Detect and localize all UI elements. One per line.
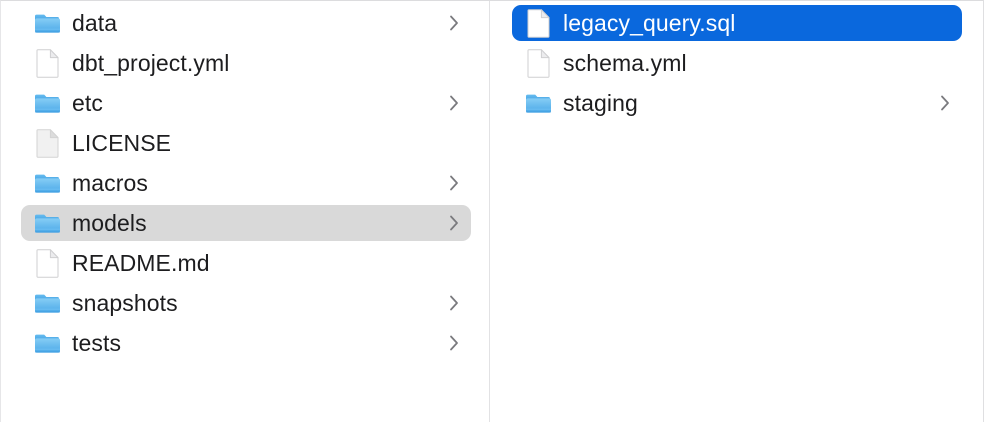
file-list-1: legacy_query.sql schema.yml staging — [491, 5, 976, 121]
chevron-right-icon[interactable] — [447, 334, 461, 352]
file-plain-icon — [34, 128, 61, 158]
finder-column-1[interactable]: legacy_query.sql schema.yml staging — [491, 1, 976, 422]
file-row-label: tests — [72, 330, 122, 356]
file-icon — [525, 48, 552, 78]
folder-icon — [34, 88, 61, 118]
file-row-label: data — [72, 10, 118, 36]
chevron-right-icon[interactable] — [938, 94, 952, 112]
file-row[interactable]: macros — [21, 165, 471, 201]
file-row[interactable]: snapshots — [21, 285, 471, 321]
file-row-label: LICENSE — [72, 130, 172, 156]
chevron-right-icon[interactable] — [447, 174, 461, 192]
file-row-label: legacy_query.sql — [563, 10, 736, 36]
file-row-label: etc — [72, 90, 103, 116]
file-row[interactable]: dbt_project.yml — [21, 45, 471, 81]
folder-icon — [34, 168, 61, 198]
folder-icon — [34, 288, 61, 318]
file-row[interactable]: legacy_query.sql — [512, 5, 962, 41]
file-row-label: README.md — [72, 250, 210, 276]
folder-icon — [34, 328, 61, 358]
file-row[interactable]: tests — [21, 325, 471, 361]
chevron-right-icon[interactable] — [447, 214, 461, 232]
folder-icon — [34, 208, 61, 238]
file-row-label: models — [72, 210, 147, 236]
chevron-right-icon[interactable] — [447, 294, 461, 312]
file-row-label: staging — [563, 90, 638, 116]
chevron-right-icon[interactable] — [447, 94, 461, 112]
file-row[interactable]: README.md — [21, 245, 471, 281]
chevron-right-icon[interactable] — [447, 14, 461, 32]
file-row-label: dbt_project.yml — [72, 50, 230, 76]
file-row[interactable]: schema.yml — [512, 45, 962, 81]
file-row-label: macros — [72, 170, 149, 196]
file-row[interactable]: etc — [21, 85, 471, 121]
file-icon — [34, 248, 61, 278]
file-row[interactable]: LICENSE — [21, 125, 471, 161]
file-row-label: schema.yml — [563, 50, 687, 76]
folder-icon — [525, 88, 552, 118]
file-row[interactable]: staging — [512, 85, 962, 121]
folder-icon — [34, 8, 61, 38]
file-row[interactable]: models — [21, 205, 471, 241]
file-row-label: snapshots — [72, 290, 178, 316]
file-row[interactable]: data — [21, 5, 471, 41]
file-icon — [34, 48, 61, 78]
file-icon — [525, 8, 552, 38]
